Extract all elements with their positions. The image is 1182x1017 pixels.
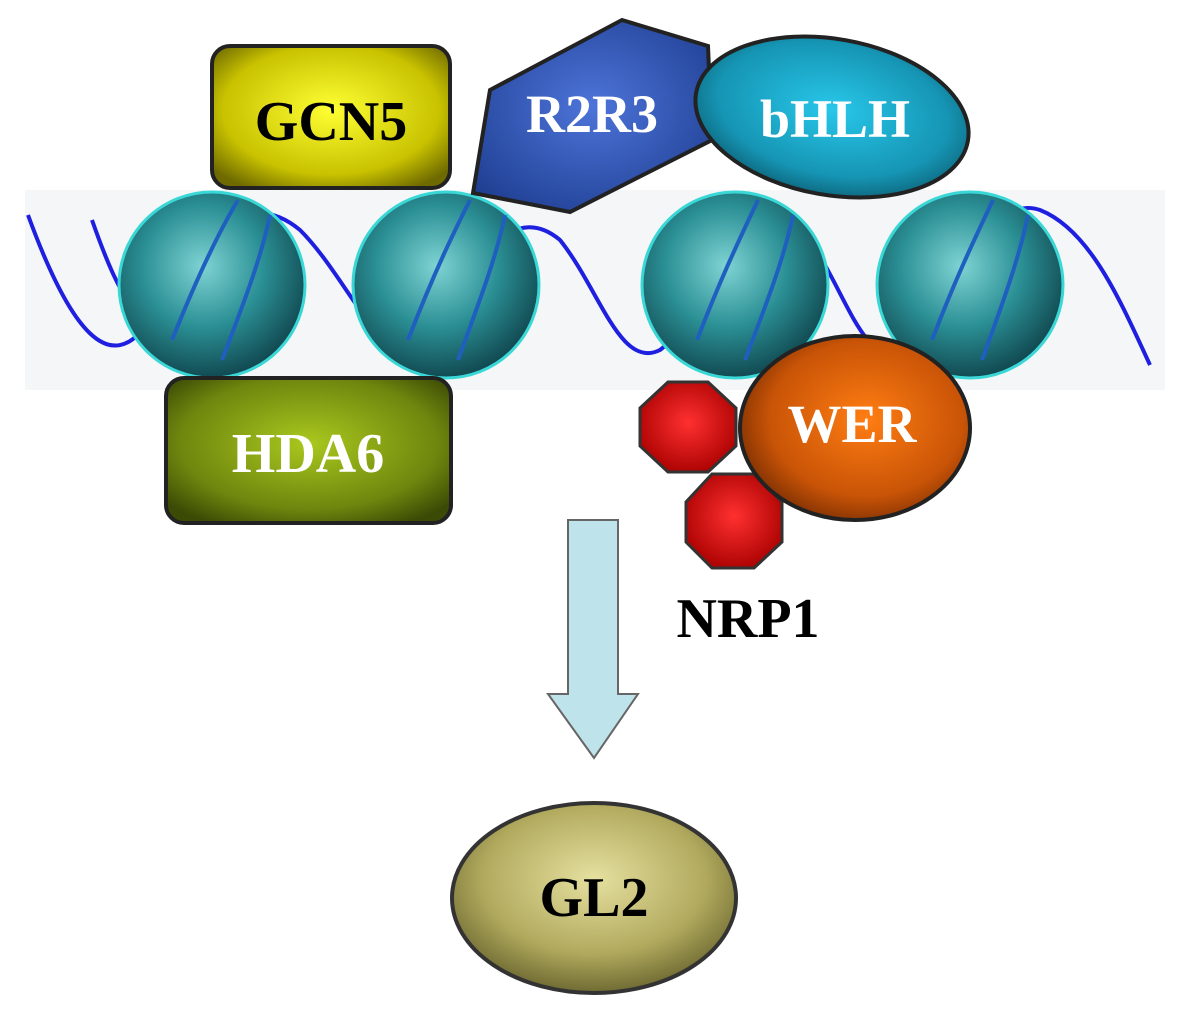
gl2-label: GL2 [540,867,649,929]
down-arrow [546,519,640,760]
nrp1-octagon-1 [638,380,738,474]
wer-ellipse: WER [738,334,972,522]
bhlh-ellipse: bHLH [693,34,971,200]
nucleosome-4 [875,190,1065,380]
bhlh-label: bHLH [760,89,910,149]
gcn5-box: GCN5 [210,44,452,190]
r2r3-hexagon: R2R3 [470,17,715,215]
hda6-box: HDA6 [164,376,453,525]
nucleosome-3 [640,190,830,380]
nucleosome-2 [351,190,541,380]
gcn5-label: GCN5 [255,91,407,153]
hda6-label: HDA6 [232,423,384,485]
r2r3-label: R2R3 [526,84,658,144]
wer-label: WER [787,394,917,454]
nrp1-label: NRP1 [676,588,819,650]
nucleosome-1 [117,190,307,380]
gl2-ellipse: GL2 [450,801,738,995]
